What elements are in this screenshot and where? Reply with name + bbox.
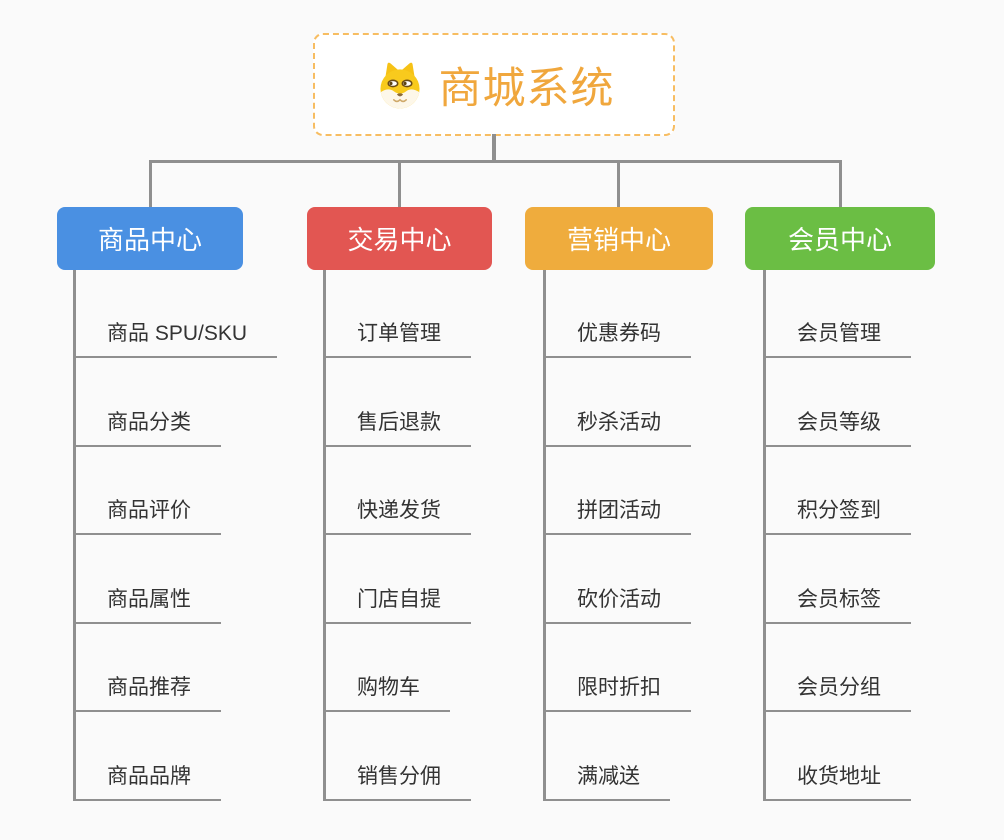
leaf-node[interactable]: 会员管理 — [763, 321, 911, 358]
leaf-node[interactable]: 优惠券码 — [543, 321, 691, 358]
leaf-node[interactable]: 购物车 — [323, 675, 450, 712]
root-node[interactable]: 商城系统 — [313, 33, 675, 136]
leaf-node[interactable]: 秒杀活动 — [543, 410, 691, 447]
leaf-node[interactable]: 商品评价 — [73, 498, 221, 535]
branch-node-member-center[interactable]: 会员中心 — [745, 207, 935, 270]
trunk-line-product — [73, 270, 76, 801]
branch-node-trade-center[interactable]: 交易中心 — [307, 207, 492, 270]
leaf-node[interactable]: 拼团活动 — [543, 498, 691, 535]
leaf-node[interactable]: 会员标签 — [763, 587, 911, 624]
trunk-line-member — [763, 270, 766, 801]
leaf-node[interactable]: 砍价活动 — [543, 587, 691, 624]
leaf-node[interactable]: 满减送 — [543, 764, 670, 801]
leaf-node[interactable]: 快递发货 — [323, 498, 471, 535]
leaf-node[interactable]: 销售分佣 — [323, 764, 471, 801]
leaf-node[interactable]: 商品属性 — [73, 587, 221, 624]
leaf-node[interactable]: 售后退款 — [323, 410, 471, 447]
leaf-node[interactable]: 订单管理 — [323, 321, 471, 358]
leaf-node[interactable]: 商品分类 — [73, 410, 221, 447]
root-title: 商城系统 — [438, 64, 615, 113]
branch-node-marketing-center[interactable]: 营销中心 — [525, 207, 713, 270]
leaf-node[interactable]: 积分签到 — [763, 498, 911, 535]
trunk-line-marketing — [543, 270, 546, 801]
leaf-node[interactable]: 限时折扣 — [543, 675, 691, 712]
leaf-node[interactable]: 商品品牌 — [73, 764, 221, 801]
shiba-dog-icon — [374, 60, 426, 110]
branch-node-product-center[interactable]: 商品中心 — [57, 207, 243, 270]
leaf-node[interactable]: 商品推荐 — [73, 675, 221, 712]
connector-drop-member — [839, 160, 842, 207]
connector-root-drop — [492, 134, 496, 162]
connector-drop-product — [149, 160, 152, 207]
connector-drop-trade — [398, 160, 401, 207]
leaf-node[interactable]: 收货地址 — [763, 764, 911, 801]
trunk-line-trade — [323, 270, 326, 801]
leaf-node[interactable]: 会员分组 — [763, 675, 911, 712]
connector-drop-marketing — [617, 160, 620, 207]
connector-bus — [149, 160, 841, 163]
leaf-node[interactable]: 商品 SPU/SKU — [73, 321, 278, 358]
leaf-node[interactable]: 门店自提 — [323, 587, 471, 624]
leaf-node[interactable]: 会员等级 — [763, 410, 911, 447]
